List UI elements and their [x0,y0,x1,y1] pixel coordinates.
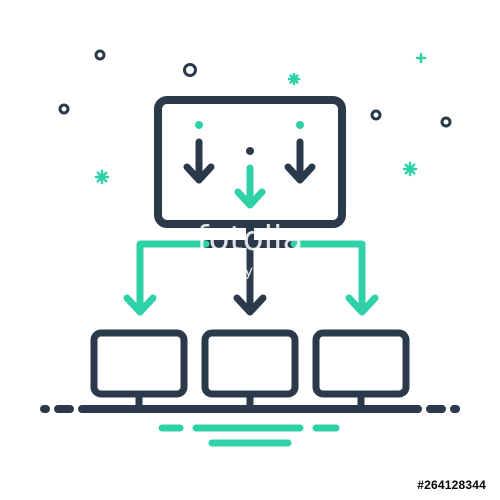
inner-down-arrows [183,121,316,209]
right-branch-arrow-icon [290,240,379,316]
ring-icon [183,63,197,77]
ring-icon [94,49,106,61]
sparkle-icons [94,52,427,185]
client-monitor-icon [312,329,410,410]
dot-icon [296,121,304,129]
client-monitor-screen [312,329,410,398]
down-arrow-icon [234,164,266,209]
ring-icon [58,103,70,115]
sparkle-icon [402,161,418,177]
dot-icon [195,121,203,129]
distribution-branches [123,240,379,316]
down-arrow-icon [183,138,215,184]
down-arrow-icon [284,138,316,184]
ring-icon [370,109,382,121]
sparkle-icon [287,72,301,86]
watermark-byline: by Adobe [235,262,306,280]
watermark: fotolia by Adobe [197,219,306,280]
ring-icons [58,49,452,128]
client-monitors [40,329,460,413]
client-monitor-icon [201,329,299,410]
sparkle-icon [94,169,110,185]
client-monitor-screen [201,329,299,398]
sparkle-icon [415,52,427,64]
stock-image-id: #264128344 [417,478,486,492]
watermark-brand: fotolia [197,219,304,259]
client-monitor-screen [90,329,188,398]
ground-lines [158,424,340,447]
left-branch-arrow-icon [123,240,210,316]
center-branch-arrow-icon [233,242,267,316]
client-monitor-icon [90,329,188,410]
dot-icon [246,147,254,155]
ring-icon [440,116,452,128]
